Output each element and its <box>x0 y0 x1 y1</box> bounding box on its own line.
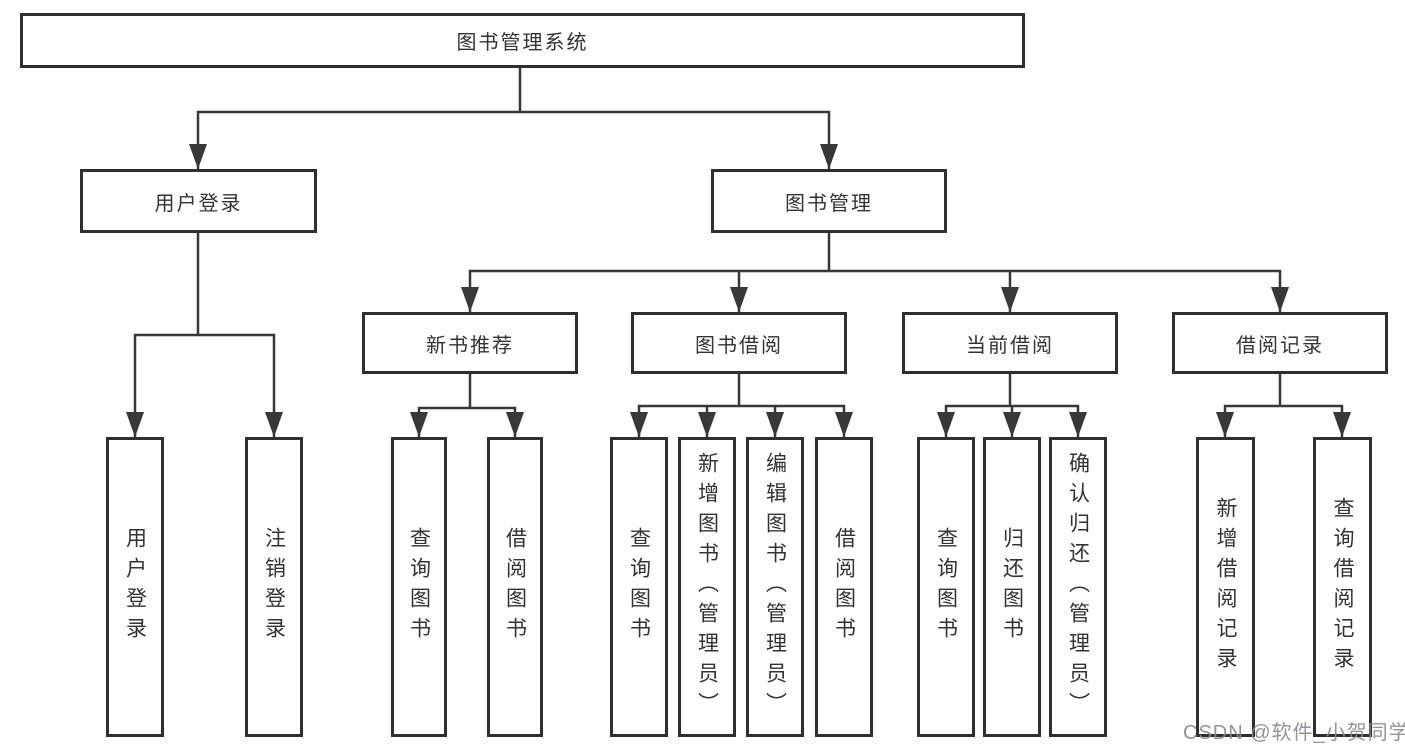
leaf-query-borrow-record: 查询借阅记录 <box>1313 437 1372 737</box>
node-library-system: 图书管理系统 <box>20 13 1025 68</box>
node-borrowing-records-label: 借阅记录 <box>1236 334 1324 357</box>
leaf-borrow-books-newbooks: 借阅图书 <box>487 437 543 737</box>
leaf-borrow-books-borrow: 借阅图书 <box>815 437 873 737</box>
node-book-management-label: 图书管理 <box>785 192 873 215</box>
leaf-add-borrow-record: 新增借阅记录 <box>1196 437 1255 737</box>
leaf-query-books-borrow: 查询图书 <box>610 437 668 737</box>
node-book-borrowing-label: 图书借阅 <box>695 334 783 357</box>
node-current-borrowing: 当前借阅 <box>902 312 1118 374</box>
leaf-borrow-books-newbooks-label: 借阅图书 <box>503 527 527 647</box>
leaf-query-books-current: 查询图书 <box>917 437 975 737</box>
leaf-add-book-admin-label: 新增图书（管理员） <box>695 452 719 722</box>
leaf-user-login-label: 用户登录 <box>123 527 147 647</box>
node-book-borrowing: 图书借阅 <box>631 312 847 374</box>
node-book-management: 图书管理 <box>711 169 947 233</box>
leaf-borrow-books-borrow-label: 借阅图书 <box>832 527 856 647</box>
connector-userlogin-group <box>133 231 276 439</box>
leaf-query-books-newbooks-label: 查询图书 <box>407 527 431 647</box>
leaf-query-books-current-label: 查询图书 <box>934 527 958 647</box>
leaf-query-books-borrow-label: 查询图书 <box>627 527 651 647</box>
leaf-add-book-admin: 新增图书（管理员） <box>678 437 736 737</box>
node-new-book-recommend: 新书推荐 <box>362 312 578 374</box>
leaf-confirm-return-admin-label: 确认归还（管理员） <box>1066 452 1090 722</box>
connector-records-group <box>1223 372 1344 439</box>
leaf-edit-book-admin-label: 编辑图书（管理员） <box>763 452 787 722</box>
node-user-login: 用户登录 <box>80 169 317 233</box>
leaf-confirm-return-admin: 确认归还（管理员） <box>1049 437 1107 737</box>
leaf-logout-label: 注销登录 <box>262 527 286 647</box>
connector-bookmgmt-to-level3 <box>468 231 1282 314</box>
leaf-add-borrow-record-label: 新增借阅记录 <box>1214 497 1237 677</box>
leaf-return-books: 归还图书 <box>983 437 1041 737</box>
leaf-logout: 注销登录 <box>245 437 303 737</box>
csdn-watermark: CSDN @软件_小贺同学 <box>1183 722 1405 744</box>
connector-newbooks-group <box>417 372 517 439</box>
connector-currentborrow-group <box>944 372 1080 439</box>
leaf-return-books-label: 归还图书 <box>1000 527 1024 647</box>
node-new-book-recommend-label: 新书推荐 <box>426 334 514 357</box>
node-library-system-label: 图书管理系统 <box>456 32 589 54</box>
connector-root-to-level2 <box>196 66 831 171</box>
connector-bookborrow-group <box>637 372 846 439</box>
leaf-user-login: 用户登录 <box>106 437 164 737</box>
leaf-query-books-newbooks: 查询图书 <box>391 437 447 737</box>
leaf-query-borrow-record-label: 查询借阅记录 <box>1331 497 1354 677</box>
node-borrowing-records: 借阅记录 <box>1172 312 1388 374</box>
node-current-borrowing-label: 当前借阅 <box>966 334 1054 357</box>
node-user-login-label: 用户登录 <box>154 192 243 215</box>
leaf-edit-book-admin: 编辑图书（管理员） <box>746 437 804 737</box>
